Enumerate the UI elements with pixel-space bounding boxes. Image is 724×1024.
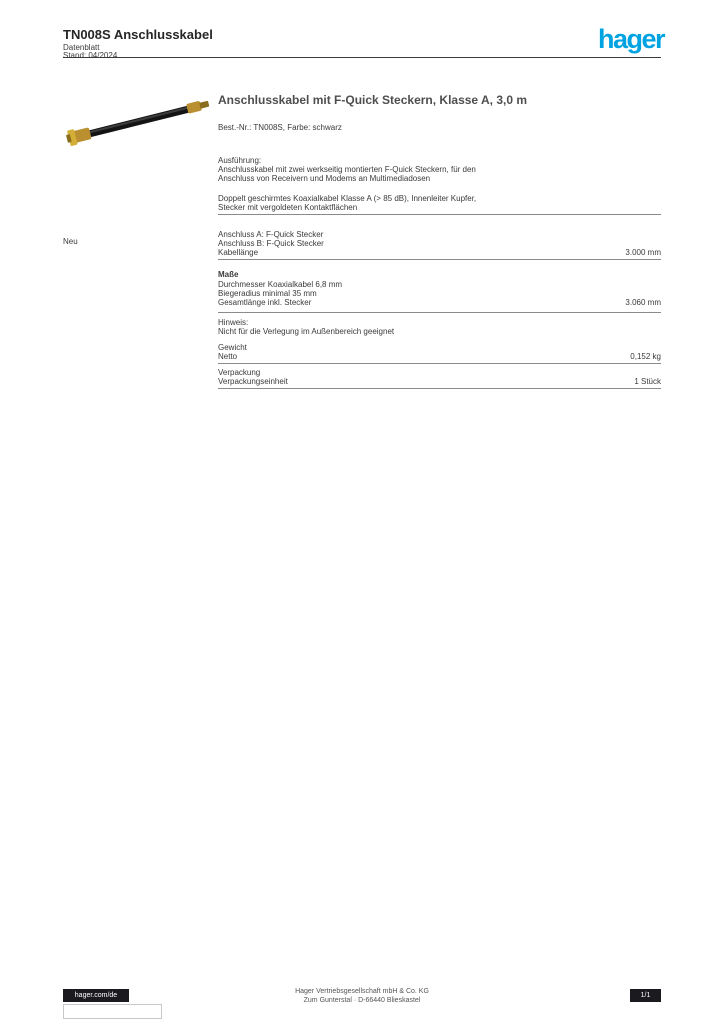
description-line: Anschlusskabel mit zwei werkseitig monti… — [218, 165, 476, 174]
note-line: Nicht für die Verlegung im Außenbereich … — [218, 327, 395, 336]
spec-label: Anschluss B: F-Quick Stecker — [218, 239, 324, 248]
spec-row: Verpackungseinheit 1 Stück — [218, 377, 661, 386]
divider — [218, 363, 661, 364]
margin-label-new: Neu — [63, 237, 78, 246]
spec-row: Kabellänge 3.000 mm — [218, 248, 661, 257]
spec-label: Verpackungseinheit — [218, 377, 288, 386]
spec-label: Verpackung — [218, 368, 261, 377]
spec-value: 3.000 mm — [625, 248, 661, 257]
header-doc-type: Datenblatt — [63, 43, 100, 52]
product-photo — [63, 90, 215, 154]
spec-label: Biegeradius minimal 35 mm — [218, 289, 317, 298]
spec-value: 3.060 mm — [625, 298, 661, 307]
section-heading-dimensions: Maße — [218, 270, 239, 279]
header-date: Stand: 04/2024 — [63, 51, 118, 60]
spec-value: 0,152 kg — [630, 352, 661, 361]
spec-value: 1 Stück — [634, 377, 661, 386]
spec-row: Anschluss B: F-Quick Stecker — [218, 239, 661, 248]
header-product-code: TN008S Anschlusskabel — [63, 27, 213, 42]
divider — [218, 259, 661, 260]
note-line: Hinweis: — [218, 318, 249, 327]
description-line: Anschluss von Receivern und Modems an Mu… — [218, 174, 431, 183]
spec-label: Gesamtlänge inkl. Stecker — [218, 298, 312, 307]
dimensions-note: Hinweis: Nicht für die Verlegung im Auße… — [218, 318, 661, 336]
coax-cable-image — [66, 100, 210, 146]
footer-white-box — [63, 1004, 162, 1019]
footer-site-link[interactable]: hager.com/de — [63, 989, 129, 1002]
spec-row: Biegeradius minimal 35 mm — [218, 289, 661, 298]
spec-row: Anschluss A: F-Quick Stecker — [218, 230, 661, 239]
spec-row: Netto 0,152 kg — [218, 352, 661, 361]
description-paragraph-1: Ausführung: Anschlusskabel mit zwei werk… — [218, 156, 661, 183]
footer-company: Hager Vertriebsgesellschaft mbH & Co. KG — [295, 988, 429, 995]
divider — [218, 214, 661, 215]
hager-logo: hager — [597, 24, 666, 54]
description-line: Stecker mit vergoldeten Kontaktflächen — [218, 203, 358, 212]
footer-address: Zum Gunterstal · D-66440 Blieskastel — [303, 997, 421, 1004]
product-title: Anschlusskabel mit F-Quick Steckern, Kla… — [218, 93, 528, 107]
product-reference: Best.-Nr.: TN008S, Farbe: schwarz — [218, 123, 342, 132]
spec-label: Durchmesser Koaxialkabel 6,8 mm — [218, 280, 343, 289]
spec-row: Durchmesser Koaxialkabel 6,8 mm — [218, 280, 661, 289]
footer-page-number: 1/1 — [630, 989, 661, 1002]
header-rule — [63, 57, 661, 58]
divider — [218, 312, 661, 313]
description-line: Ausführung: — [218, 156, 262, 165]
spec-label: Kabellänge — [218, 248, 259, 257]
spec-row: Gesamtlänge inkl. Stecker 3.060 mm — [218, 298, 661, 307]
description-line: Doppelt geschirmtes Koaxialkabel Klasse … — [218, 194, 477, 203]
spec-row: Verpackung — [218, 368, 661, 377]
spec-label: Anschluss A: F-Quick Stecker — [218, 230, 324, 239]
spec-label: Gewicht — [218, 343, 247, 352]
description-paragraph-2: Doppelt geschirmtes Koaxialkabel Klasse … — [218, 194, 661, 212]
spec-label: Netto — [218, 352, 238, 361]
divider — [218, 388, 661, 389]
spec-row: Gewicht — [218, 343, 661, 352]
